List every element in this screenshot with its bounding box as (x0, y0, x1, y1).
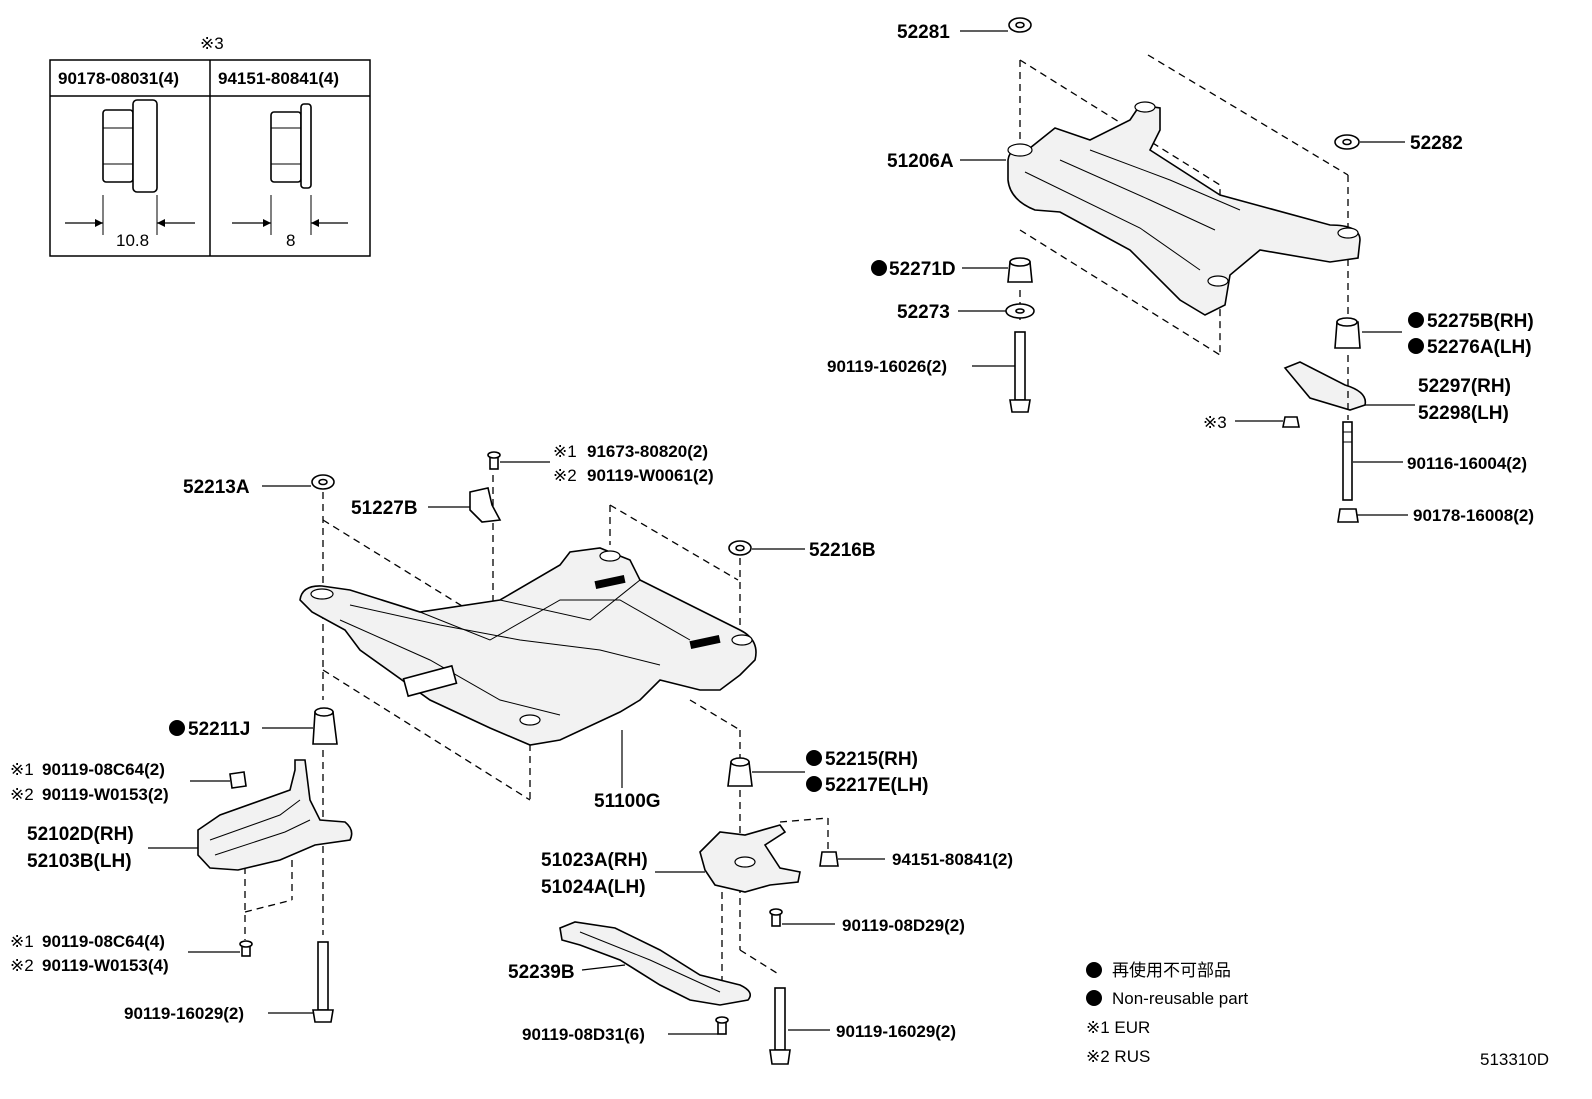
non-reusable-dot-icon (169, 720, 185, 736)
bolt-90119-16026-icon (1009, 331, 1031, 413)
front-note-mark-2-a: ※2 (10, 785, 34, 804)
inset-left-dimension: 10.8 (116, 231, 149, 250)
nut-94151-icon (819, 851, 839, 867)
inset-right-dimension: 8 (286, 231, 295, 250)
part-90119-16029-right-label: 90119-16029(2) (836, 1022, 956, 1041)
part-94151-80841-label: 94151-80841(2) (892, 850, 1013, 869)
inset-note-mark: ※3 (200, 34, 224, 53)
part-90119-W0153-2-label: 90119-W0153(2) (42, 785, 169, 804)
bolt-91673-icon (487, 451, 501, 470)
legend-en: Non-reusable part (1112, 989, 1248, 1008)
part-51023A-label: 51023A(RH) (541, 850, 648, 871)
inset-right-part-number: 94151-80841(4) (218, 69, 339, 88)
rear-note-mark-3: ※3 (1203, 413, 1227, 432)
non-reusable-dot-icon (1408, 312, 1424, 328)
part-51024A-label: 51024A(LH) (541, 877, 646, 898)
part-52215-label: 52215(RH) (825, 749, 918, 770)
bracket-51023A-icon (699, 824, 801, 893)
non-reusable-dot-icon (871, 260, 887, 276)
part-52103B-label: 52103B(LH) (27, 851, 132, 872)
front-note-mark-1-a: ※1 (10, 760, 34, 779)
rear-subframe-51206A-icon (1007, 101, 1361, 316)
figure-id: 513310D (1480, 1050, 1549, 1069)
bushing-52211J-icon (312, 707, 338, 745)
part-90119-08D29-label: 90119-08D29(2) (842, 916, 965, 935)
washer-52213A-icon (311, 474, 335, 490)
legend-jp: 再使用不可部品 (1112, 960, 1231, 980)
rear-subframe-assembly: 52281 51206A 52282 52271D 52273 90119-16… (827, 17, 1534, 525)
flange-nut-large-icon (102, 99, 158, 193)
part-52297-label: 52297(RH) (1418, 376, 1511, 397)
washer-52273-icon (1005, 303, 1035, 319)
bolt-90119-16029-right-icon (769, 987, 791, 1065)
part-90116-16004-label: 90116-16004(2) (1407, 454, 1527, 473)
non-reusable-dot-icon (806, 750, 822, 766)
part-52216B-label: 52216B (809, 540, 876, 561)
part-91673-80820-label: 91673-80820(2) (587, 442, 708, 461)
part-90119-08C64-4-label: 90119-08C64(4) (42, 932, 165, 951)
non-reusable-dot-icon (1408, 338, 1424, 354)
bushing-52275B-icon (1334, 317, 1361, 349)
stopper-bracket-52297-icon (1283, 361, 1367, 411)
part-90119-W0061-label: 90119-W0061(2) (587, 466, 714, 485)
part-52276A-label: 52276A(LH) (1427, 337, 1532, 358)
front-subframe-assembly: 52213A 51227B ※1 91673-80820(2) ※2 90119… (10, 442, 1013, 1065)
bolt-90119-08C64-top-icon (229, 771, 247, 789)
part-51100G-label: 51100G (594, 791, 661, 812)
part-52298-label: 52298(LH) (1418, 403, 1509, 424)
inset-left-part-number: 90178-08031(4) (58, 69, 179, 88)
part-90119-W0153-4-label: 90119-W0153(4) (42, 956, 169, 975)
legend-note-2: ※2 RUS (1086, 1047, 1150, 1066)
front-note-mark-2-top: ※2 (553, 466, 577, 485)
stud-90116-16004-icon (1342, 421, 1353, 501)
bolt-90119-08D29-icon (769, 908, 783, 927)
part-90119-08C64-2-label: 90119-08C64(2) (42, 760, 165, 779)
bracket-51227B-icon (469, 487, 502, 523)
part-52275B-label: 52275B(RH) (1427, 311, 1534, 332)
part-52273-label: 52273 (897, 302, 950, 323)
part-90178-16008-label: 90178-16008(2) (1413, 506, 1534, 525)
washer-52216B-icon (728, 540, 752, 556)
front-note-mark-1-b: ※1 (10, 932, 34, 951)
legend: 再使用不可部品 Non-reusable part ※1 EUR ※2 RUS (1086, 960, 1248, 1066)
washer-52282-icon (1334, 134, 1360, 150)
bracket-52102D-icon (197, 759, 353, 871)
non-reusable-dot-icon (806, 776, 822, 792)
front-subframe-51100G-icon (299, 547, 757, 746)
part-90119-16029-left-label: 90119-16029(2) (124, 1004, 244, 1023)
flange-nut-small-icon (270, 103, 312, 189)
bolt-90119-16029-left-icon (312, 941, 334, 1023)
front-note-mark-1-top: ※1 (553, 442, 577, 461)
part-51227B-label: 51227B (351, 498, 418, 519)
part-52282-label: 52282 (1410, 133, 1463, 154)
part-52271D-label: 52271D (889, 259, 956, 280)
part-52102D-label: 52102D(RH) (27, 824, 134, 845)
part-90119-16026-label: 90119-16026(2) (827, 357, 947, 376)
part-52211J-label: 52211J (188, 719, 250, 740)
legend-dot-icon (1086, 990, 1102, 1006)
nut-90178-16008-icon (1337, 508, 1359, 523)
nut-spec-inset: ※3 90178-08031(4) 94151-80841(4) 10.8 (49, 34, 371, 257)
bushing-52215-icon (727, 757, 753, 787)
legend-dot-icon (1086, 962, 1102, 978)
legend-note-1: ※1 EUR (1086, 1018, 1150, 1037)
part-52213A-label: 52213A (183, 477, 250, 498)
bushing-52271D-icon (1007, 257, 1033, 283)
part-52217E-label: 52217E(LH) (825, 775, 929, 796)
front-note-mark-2-b: ※2 (10, 956, 34, 975)
part-52281-label: 52281 (897, 22, 950, 43)
part-90119-08D31-label: 90119-08D31(6) (522, 1025, 645, 1044)
bolt-90119-08C64-bottom-icon (239, 940, 253, 957)
washer-52281-icon (1008, 17, 1032, 33)
nut-mark3-icon (1282, 416, 1300, 428)
bolt-90119-08D31-icon (715, 1016, 729, 1035)
brace-52239B-icon (559, 921, 751, 1006)
part-51206A-label: 51206A (887, 151, 954, 172)
part-52239B-label: 52239B (508, 962, 575, 983)
